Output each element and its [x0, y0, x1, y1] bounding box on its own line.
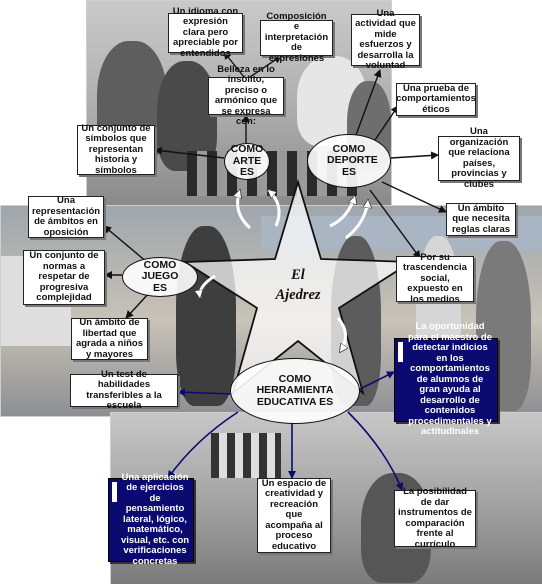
hub-herramienta: COMO HERRAMIENTA EDUCATIVA ES [230, 358, 360, 424]
juego-box-libertad: Un ámbito de libertad que agrada a niños… [71, 317, 148, 360]
arte-box-simbolos: Un conjunto de símbolos que representan … [77, 123, 155, 175]
arte-box-belleza: Belleza en lo insólito, preciso o armóni… [208, 64, 284, 127]
deporte-box-reglas: Un ámbito que necesita reglas claras [446, 203, 516, 236]
deporte-box-organizacion: Una organización que relaciona países, p… [438, 126, 520, 189]
star-to-hub-arrows [200, 190, 368, 352]
hub-deporte: COMO DEPORTE ES [307, 134, 391, 188]
center-title: El Ajedrez [272, 265, 324, 305]
arte-box-idioma: Un idioma con expresión clara pero aprec… [168, 6, 243, 58]
juego-box-normas: Un conjunto de normas a respetar de prog… [23, 250, 105, 305]
deporte-box-prueba: Una prueba de comportamientos éticos [396, 82, 476, 116]
juego-connectors [103, 225, 151, 319]
photo-figure [176, 226, 236, 406]
herramienta-box-test: Un test de habilidades transferibles a l… [70, 369, 178, 411]
herramienta-connectors [167, 371, 404, 491]
hub-deporte-label: COMO DEPORTE ES [327, 142, 378, 178]
arte-box-composicion: Composición e interpretación de expresio… [260, 11, 333, 63]
arte-connectors [154, 51, 282, 159]
hub-arte-label: COMO ARTE ES [230, 143, 264, 179]
herramienta-box-oportunidad: La oportunidad para el maestro de detect… [394, 322, 498, 437]
blue-box-marker [398, 342, 403, 362]
photo-demo-board [211, 433, 281, 478]
hub-arte: COMO ARTE ES [224, 143, 270, 180]
deporte-box-actividad: Una actividad que mide esfuerzos y desar… [351, 8, 420, 71]
center-star [182, 178, 414, 396]
herramienta-box-posibilidad: La posibilidad de dar instrumentos de co… [394, 486, 476, 549]
juego-box-representacion: Una representación de ámbitos en oposici… [28, 195, 104, 238]
hub-juego: COMO JUEGO ES [122, 257, 198, 297]
center-title-line-1: El [291, 267, 305, 283]
herramienta-box-aplicacion: Una aplicación de ejercicios de pensamie… [108, 472, 194, 566]
blue-box-marker [112, 482, 117, 502]
deporte-connectors [355, 69, 447, 259]
center-title-line-2: Ajedrez [275, 287, 321, 303]
hub-juego-label: COMO JUEGO ES [141, 258, 179, 294]
hub-herramienta-label: COMO HERRAMIENTA EDUCATIVA ES [256, 372, 334, 408]
deporte-box-trascendencia: Por su trascendencia social, expuesto en… [396, 252, 474, 304]
herramienta-box-espacio: Un espacio de creatividad y recreación q… [257, 478, 331, 553]
